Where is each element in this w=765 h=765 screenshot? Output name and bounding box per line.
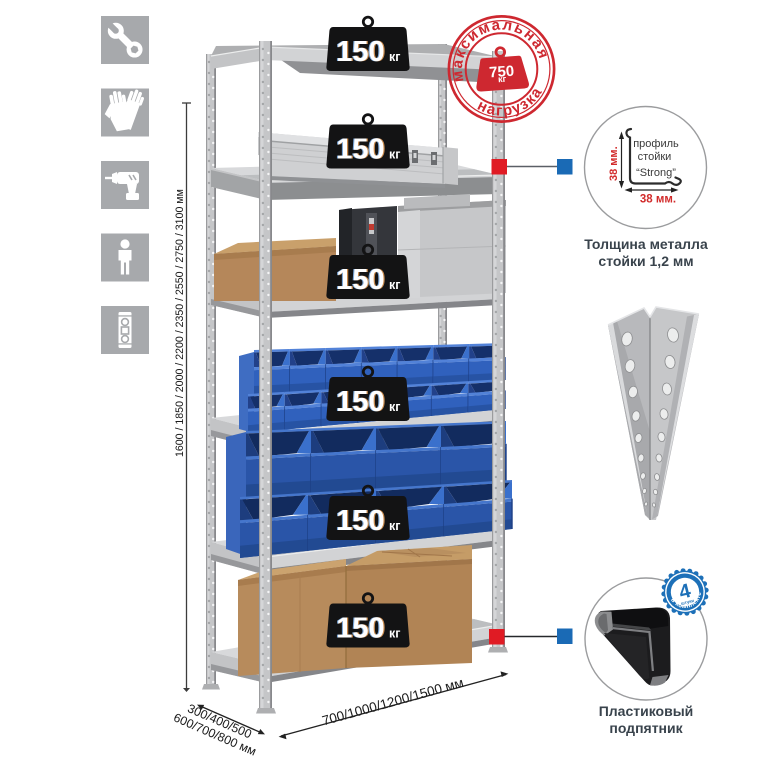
svg-text:стойки 1,2 мм: стойки 1,2 мм	[598, 253, 693, 269]
svg-text:150: 150	[336, 264, 384, 296]
svg-text:кг: кг	[389, 50, 400, 64]
svg-text:кг: кг	[389, 626, 400, 640]
svg-text:профиль: профиль	[633, 138, 679, 150]
svg-text:150: 150	[335, 264, 383, 296]
svg-text:150: 150	[336, 36, 384, 68]
svg-text:700/1000/1200/1500 мм: 700/1000/1200/1500 мм	[320, 675, 465, 729]
svg-text:подпятник: подпятник	[609, 720, 683, 736]
svg-text:кг: кг	[498, 74, 507, 85]
svg-text:150: 150	[335, 134, 383, 166]
svg-text:150: 150	[336, 386, 384, 418]
svg-text:150: 150	[336, 613, 384, 645]
svg-text:38 мм.: 38 мм.	[640, 194, 676, 206]
svg-text:150: 150	[335, 36, 383, 68]
svg-text:150: 150	[335, 613, 383, 645]
svg-text:150: 150	[338, 36, 386, 68]
svg-text:кг: кг	[389, 278, 400, 292]
svg-text:“Strong”: “Strong”	[636, 167, 676, 179]
svg-text:38 мм.: 38 мм.	[608, 146, 620, 181]
svg-text:150: 150	[335, 386, 383, 418]
svg-text:штуки: штуки	[680, 598, 694, 606]
svg-text:кг: кг	[389, 147, 400, 161]
svg-text:150: 150	[336, 505, 384, 537]
svg-text:Пластиковый: Пластиковый	[599, 703, 694, 719]
svg-text:кг: кг	[389, 519, 400, 533]
svg-text:кг: кг	[389, 400, 400, 414]
svg-text:150: 150	[336, 134, 384, 166]
svg-text:750: 750	[489, 63, 515, 82]
svg-text:1600 / 1850 / 2000 / 2200 / 23: 1600 / 1850 / 2000 / 2200 / 2350 / 2550 …	[174, 189, 186, 457]
svg-text:150: 150	[335, 505, 383, 537]
svg-text:150: 150	[338, 134, 386, 166]
svg-text:стойки: стойки	[638, 151, 672, 163]
svg-text:150: 150	[338, 613, 386, 645]
svg-text:150: 150	[338, 386, 386, 418]
svg-text:150: 150	[338, 505, 386, 537]
svg-text:Толщина металла: Толщина металла	[584, 236, 708, 252]
svg-text:150: 150	[338, 264, 386, 296]
